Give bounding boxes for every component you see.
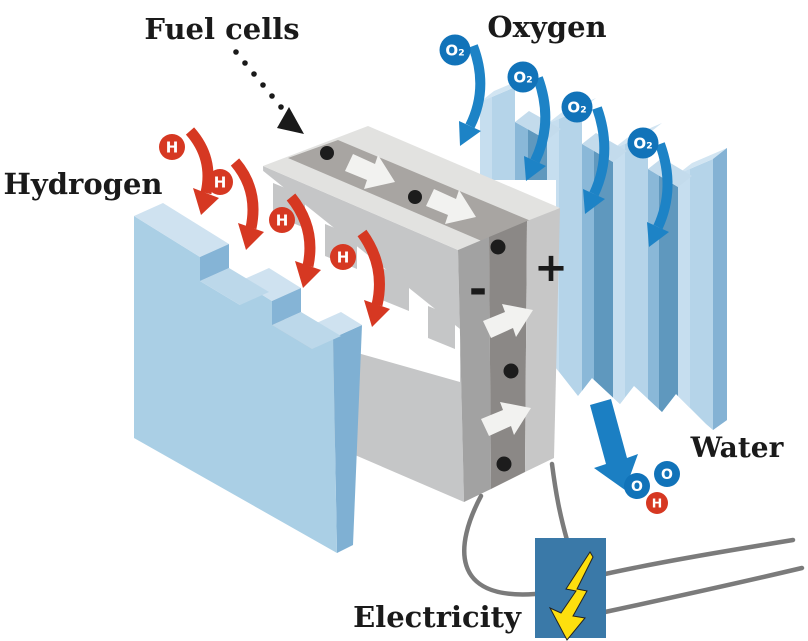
hydrogen-flow-arrow bbox=[185, 127, 214, 195]
oxygen-badge: O₂ O₂ O₂ O₂ bbox=[439, 34, 659, 159]
electron-dot bbox=[490, 239, 506, 255]
wire bbox=[602, 565, 805, 615]
pointer-arrowhead bbox=[277, 107, 304, 134]
oxygen-badge-label: O₂ bbox=[567, 99, 586, 117]
oxygen-flow-arrow bbox=[589, 106, 610, 197]
oxygen-channel bbox=[659, 87, 678, 430]
oxygen-flow: O₂ O₂ O₂ O₂ bbox=[439, 34, 673, 247]
membrane-stripe bbox=[489, 221, 527, 489]
current-arrow-icon bbox=[481, 402, 531, 436]
fuel-cells-label: Fuel cells bbox=[144, 12, 299, 46]
hydrogen-flow: H H H H bbox=[159, 127, 390, 327]
hydrogen-badge-label: H bbox=[214, 174, 227, 192]
water-label: Water bbox=[690, 431, 785, 464]
electron-dot bbox=[503, 363, 519, 379]
water-hydrogen-label: H bbox=[652, 496, 662, 511]
fuel-cells-pointer-arrow bbox=[233, 49, 304, 134]
lightning-bolt-icon bbox=[548, 551, 594, 641]
stack-right-face: - + bbox=[458, 208, 568, 502]
current-arrow-icon bbox=[345, 154, 395, 189]
electricity-label: Electricity bbox=[353, 600, 522, 634]
circuit bbox=[462, 461, 805, 641]
oxygen-flow-arrow bbox=[530, 76, 551, 164]
minus-terminal: - bbox=[469, 264, 487, 315]
water-flow-arrow bbox=[590, 399, 638, 490]
hydrogen-flow-arrow bbox=[230, 158, 259, 230]
plus-terminal: + bbox=[534, 245, 568, 291]
oxygen-badge-label: O₂ bbox=[513, 69, 532, 87]
hydrogen-label: Hydrogen bbox=[4, 167, 163, 201]
stack-channel-tooth bbox=[428, 306, 455, 349]
oxygen-flow-arrow bbox=[465, 44, 486, 129]
hydrogen-flow-arrow bbox=[357, 229, 385, 307]
water-molecule: O O H bbox=[624, 461, 680, 514]
wire bbox=[462, 493, 538, 597]
electron-dot bbox=[408, 190, 422, 204]
hydrogen-badge-label: H bbox=[166, 139, 179, 157]
stack-channel-tooth bbox=[377, 266, 409, 311]
current-arrow-icon bbox=[483, 304, 533, 338]
hydrogen-plate-front bbox=[134, 216, 337, 553]
water-oxygen-atom bbox=[624, 473, 650, 499]
hydrogen-electrode-plate bbox=[134, 203, 362, 553]
wire bbox=[602, 537, 796, 577]
hydrogen-flow-arrow bbox=[286, 193, 316, 268]
water-hydrogen-atom bbox=[646, 492, 668, 514]
wire bbox=[549, 461, 570, 543]
electron-dot bbox=[320, 146, 334, 160]
hydrogen-badge-label: H bbox=[337, 249, 350, 267]
water-oxygen-atom bbox=[654, 461, 680, 487]
oxygen-flow-arrow bbox=[653, 142, 673, 230]
oxygen-badge-label: O₂ bbox=[445, 42, 464, 60]
electron-dot bbox=[496, 456, 512, 472]
hydrogen-badge-label: H bbox=[276, 212, 289, 230]
oxygen-badge-label: O₂ bbox=[633, 135, 652, 153]
water-oxygen-label: O bbox=[631, 479, 643, 495]
oxygen-label: Oxygen bbox=[487, 10, 606, 44]
water-oxygen-label: O bbox=[661, 467, 673, 483]
hydrogen-badge: H H H H bbox=[159, 134, 356, 270]
current-arrow-icon bbox=[426, 189, 476, 224]
water-output: O O H bbox=[590, 399, 680, 514]
